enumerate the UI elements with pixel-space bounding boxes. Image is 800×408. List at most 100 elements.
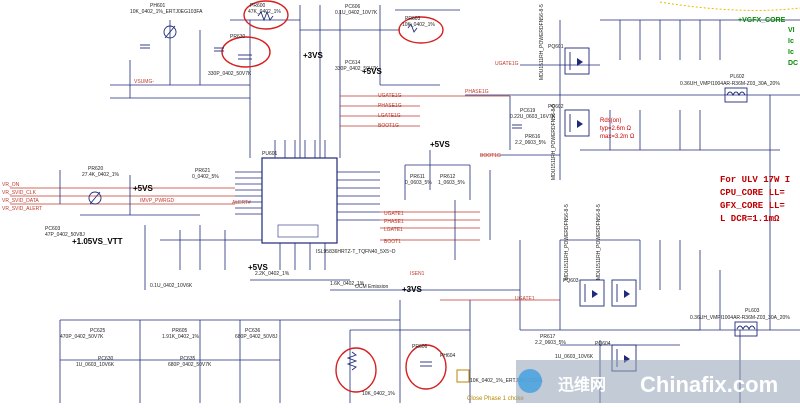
pr600-val: 47K_0402_1% bbox=[248, 9, 281, 15]
pc614-val: 330P_0402_50V7K bbox=[208, 71, 252, 77]
pr606-ref: PR606 bbox=[412, 344, 428, 350]
note-rds-on: Rds(on) bbox=[600, 118, 621, 124]
rail-5vs-mid: +5VS bbox=[430, 140, 450, 149]
pr611-ref: PR611 bbox=[410, 174, 425, 180]
ph604-ref: PH604 bbox=[440, 353, 456, 359]
pc625-val: 470P_0402_50V7K bbox=[60, 334, 104, 340]
pc603-ref: PC603 bbox=[45, 226, 61, 232]
pc636-val: 680P_0402_50V8J bbox=[235, 334, 278, 340]
notes: Rds(on) typ=2.6m Ω max=3.2m Ω For ULV 17… bbox=[355, 27, 798, 402]
power-rails: +3VS +5VS +5VS +5VS +5VS +1.05VS_VTT +3V… bbox=[72, 17, 786, 294]
mos-label-4: MDU1511RH_POWERDFN56-8-5 bbox=[596, 204, 602, 280]
controller-ref: PU601 bbox=[262, 151, 278, 157]
net-ugate1g: UGATE1G bbox=[495, 61, 519, 67]
note-ocm: OCM Emission bbox=[355, 284, 389, 290]
pc619-ref: PC619 bbox=[520, 108, 536, 114]
net-phase1g: PHASE1G bbox=[465, 89, 489, 95]
pc619-val: 0.22U_0603_16V7K bbox=[510, 114, 556, 120]
pc614-val2: 330P_0402_50V7K bbox=[335, 66, 379, 72]
net-boot1g-2: BOOT1G bbox=[480, 153, 501, 159]
mid-wiring bbox=[404, 96, 800, 403]
net-lgate1g: LGATE1G bbox=[378, 113, 401, 119]
watermark-logo-icon bbox=[518, 369, 542, 393]
pc606-val: 0.1U_0402_10V7K bbox=[335, 10, 378, 16]
pl602-label: PL602 bbox=[730, 74, 745, 80]
note-ulv-3: GFX_CORE LL= bbox=[720, 201, 785, 211]
rail-5vs-bottom: +5VS bbox=[248, 263, 268, 272]
pr643-val: 10K_0402_1% bbox=[362, 391, 395, 397]
mos-label-1: MDU1511RH_POWERDFN56-8-5 bbox=[539, 4, 545, 80]
pc614-ref: PC614 bbox=[345, 60, 361, 66]
pl603-label: PL603 bbox=[745, 308, 760, 314]
pr600-ref: PR600 bbox=[250, 3, 266, 9]
pr630-ref: PR630 bbox=[230, 34, 246, 40]
top-wiring bbox=[110, 5, 800, 330]
pr612-val: 1_0603_5% bbox=[438, 180, 465, 186]
rail-vgfx-core: +VGFX_CORE bbox=[738, 17, 786, 24]
ph601-val: 10K_0402_1%_ERTJ0EG103FA bbox=[130, 9, 203, 15]
controller-ic: PU601 ISL95836HRTZ-T_TQFN40_5X5~D bbox=[235, 140, 480, 270]
rail-5vs-left: +5VS bbox=[133, 184, 153, 193]
pr603-val: 10K_0402_1% bbox=[402, 22, 435, 28]
highlight-circles bbox=[221, 0, 447, 393]
pq601-label: PQ601 bbox=[548, 44, 564, 50]
net-ugate1-2: UGATE1 bbox=[515, 296, 535, 302]
ph604-val: 10K_0402_1%_ERTJ0EG103FA bbox=[470, 378, 543, 384]
annotation-arc bbox=[659, 1, 800, 11]
pc635-ref: PC635 bbox=[180, 356, 196, 362]
net-ugate1g-2: UGATE1G bbox=[378, 93, 402, 99]
pq602-label: PQ602 bbox=[548, 104, 564, 110]
pc635-val: 680P_0402_50V7K bbox=[168, 362, 212, 368]
net-vr-svid-clk: VR_SVID_CLK bbox=[2, 190, 37, 196]
pr605-val: 1.91K_0402_1% bbox=[162, 334, 200, 340]
note-vgfx-3: Ic bbox=[788, 49, 794, 56]
controller-part: ISL95836HRTZ-T_TQFN40_5X5~D bbox=[316, 249, 396, 255]
pc636-ref: PC636 bbox=[245, 328, 261, 334]
pr638-val: 1.6K_0402_1% bbox=[330, 281, 365, 287]
pr617-ref: PR617 bbox=[540, 334, 556, 340]
net-alert: ALERT# bbox=[232, 200, 251, 206]
rail-3vs-bottom: +3VS bbox=[402, 285, 422, 294]
note-ulv-2: CPU_CORE LL= bbox=[720, 188, 785, 198]
pl603-value: 0.36UH_VMPI1004AR-R36M-Z03_30A_20% bbox=[690, 315, 790, 321]
pr607-val: 2.2K_0402_1% bbox=[255, 271, 290, 277]
mosfet-group: PQ601 PQ602 PQ603 PQ604 MDU1511RH_POWERD… bbox=[539, 4, 637, 372]
net-phase1g-2: PHASE1G bbox=[378, 103, 402, 109]
pq603-label: PQ603 bbox=[563, 278, 579, 284]
pl602-value: 0.36UH_VMPI1004AR-R36M-Z03_30A_20% bbox=[680, 81, 780, 87]
pr616-val: 2.2_0603_5% bbox=[515, 140, 546, 146]
pc645-val: 0.1U_0402_10V6K bbox=[150, 283, 193, 289]
note-ulv-1: For ULV 17W I bbox=[720, 175, 790, 185]
component-labels: PR600 47K_0402_1% PR630 330P_0402_50V7K … bbox=[45, 3, 594, 397]
resistor-symbols bbox=[88, 10, 522, 383]
watermark-en: Chinafix.com bbox=[640, 372, 778, 397]
net-isen1: ISEN1 bbox=[410, 271, 425, 277]
pc630-ref: PC630 bbox=[98, 356, 114, 362]
net-vsumg: VSUMG- bbox=[134, 79, 154, 85]
left-wiring bbox=[10, 170, 520, 403]
rail-3vs: +3VS bbox=[303, 51, 323, 60]
inductor-group: PL602 0.36UH_VMPI1004AR-R36M-Z03_30A_20%… bbox=[680, 74, 790, 337]
pr621-ref: PR621 bbox=[195, 168, 211, 174]
pr605-ref: PR605 bbox=[172, 328, 188, 334]
net-ugate1: UGATE1 bbox=[384, 211, 404, 217]
net-vr-svid-alrt: VR_SVID_ALERT bbox=[2, 206, 42, 212]
note-rds-typ: typ=2.6m Ω bbox=[600, 126, 632, 132]
pr612-ref: PR612 bbox=[440, 174, 456, 180]
pc601-val: 1U_0603_10V6K bbox=[555, 354, 594, 360]
note-vgfx-2: Ic bbox=[788, 38, 794, 45]
pr616-ref: PR616 bbox=[525, 134, 541, 140]
mos-label-2: MDU1511RH_POWERDFN56-8-5 bbox=[551, 104, 557, 180]
note-ulv-4: L DCR=1.1mΩ bbox=[720, 214, 780, 224]
pc606-ref: PC606 bbox=[345, 4, 361, 10]
ph601-ref: PH601 bbox=[150, 3, 166, 9]
net-lgate1: LGATE1 bbox=[384, 227, 403, 233]
net-phase1: PHASE1 bbox=[384, 219, 404, 225]
net-boot1g: BOOT1G bbox=[378, 123, 399, 129]
pq604-label: PQ604 bbox=[595, 341, 611, 347]
note-rds-max: max=3.2m Ω bbox=[600, 134, 635, 140]
net-vr-svid-dat: VR_SVID_DATA bbox=[2, 198, 39, 204]
net-labels: UGATE1G PHASE1G UGATE1G PHASE1G LGATE1G … bbox=[2, 61, 535, 302]
